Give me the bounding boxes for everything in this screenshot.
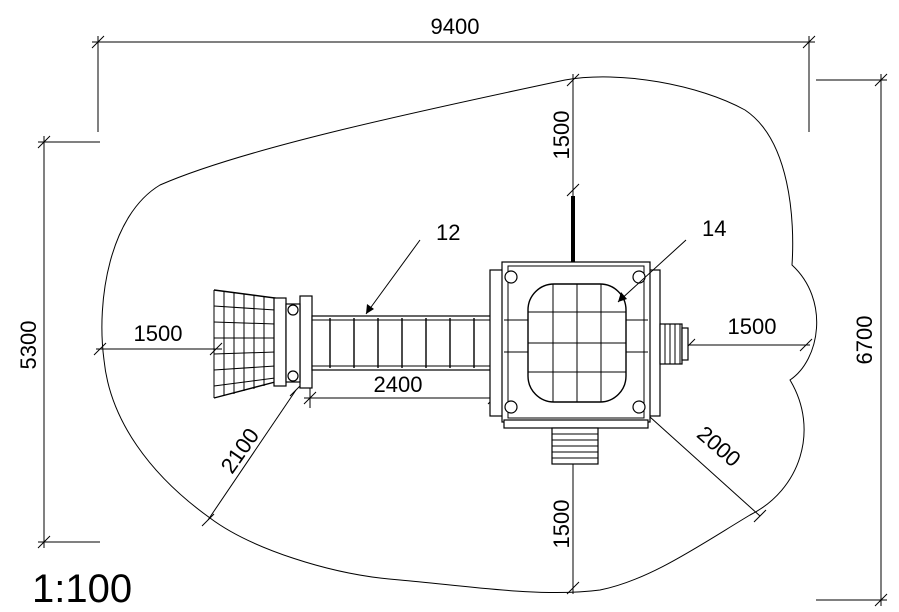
dim-bottom-clearance-label: 1500: [549, 500, 574, 549]
callout-platform-label: 14: [702, 216, 726, 241]
dim-bridge-length: 2400: [303, 372, 501, 408]
safety-zone-outline: [101, 76, 818, 594]
right-ladder: [659, 323, 689, 365]
dim-diag-left: 2100: [201, 383, 303, 527]
climbing-net: [213, 289, 276, 399]
dim-top-clearance-label: 1500: [549, 111, 574, 160]
central-platform: [489, 261, 661, 429]
left-tower: [273, 295, 313, 389]
dim-overall-height: 6700: [816, 73, 888, 607]
dim-bottom-clearance: 1500: [549, 451, 580, 595]
callout-bridge: 12: [365, 220, 460, 315]
bottom-ladder: [551, 427, 599, 465]
dim-diag-left-label: 2100: [216, 423, 265, 477]
rope-bridge: [311, 315, 493, 371]
dim-diag-right-label: 2000: [692, 421, 745, 472]
dim-overall-width-label: 9400: [431, 14, 480, 39]
dim-left-clearance-label: 1500: [134, 321, 183, 346]
callout-bridge-label: 12: [436, 220, 460, 245]
dim-left-height-label: 5300: [16, 321, 41, 370]
dim-overall-height-label: 6700: [852, 316, 877, 365]
dim-overall-width: 9400: [91, 14, 816, 132]
dim-left-clearance: 1500: [93, 321, 223, 356]
scale-label: 1:100: [32, 567, 132, 611]
dim-right-clearance-label: 1500: [728, 314, 777, 339]
dim-diag-right: 2000: [633, 401, 767, 523]
dim-top-clearance: 1500: [549, 73, 580, 197]
dim-left-height: 5300: [16, 135, 100, 549]
callout-platform: 14: [617, 216, 726, 303]
dim-bridge-length-label: 2400: [374, 372, 423, 397]
dim-right-clearance: 1500: [682, 314, 813, 352]
